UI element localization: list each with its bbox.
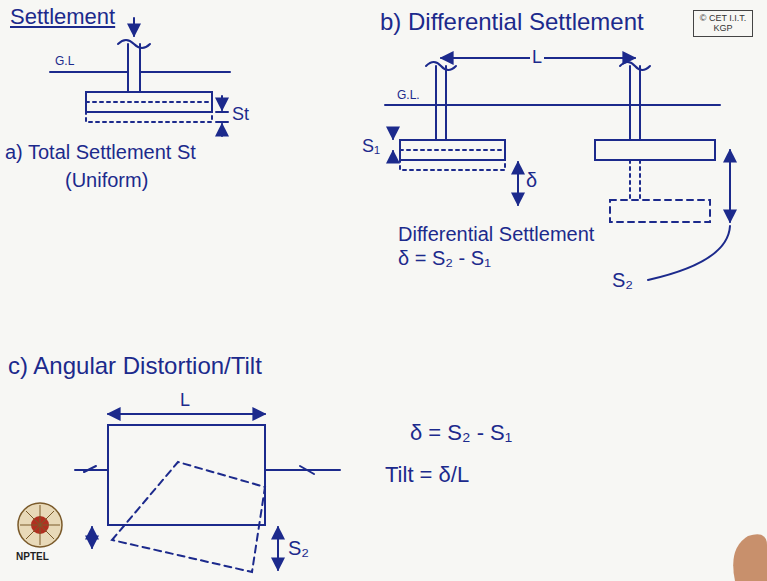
settled-footing [400, 150, 505, 170]
settled-footing [86, 102, 212, 122]
dimension-line [517, 162, 519, 205]
figure-note: (Uniform) [65, 168, 148, 192]
column-line [445, 66, 447, 140]
ground-line [140, 71, 230, 73]
load-arrow [133, 18, 135, 36]
break-line [118, 40, 150, 48]
settlement-symbol: S₂ [612, 268, 633, 292]
dimension-line [108, 413, 265, 415]
formula: δ = S₂ - S₁ [410, 420, 512, 446]
ground-mark [300, 466, 314, 474]
column-line [639, 66, 641, 140]
watermark-box: © CET I.I.T. KGP [693, 10, 753, 37]
watermark-text: © CET I.I.T. KGP [697, 13, 749, 34]
dimension-label: L [180, 390, 190, 412]
dimension-line [729, 150, 731, 222]
column-line [629, 66, 631, 140]
settled-footing [610, 200, 710, 222]
ground-level-label: G.L [55, 54, 74, 68]
figure-caption: a) Total Settlement St [5, 140, 196, 164]
leader-line [648, 226, 730, 280]
ground-level-label: G.L. [397, 88, 420, 102]
tick [216, 121, 228, 123]
settled-column [629, 160, 631, 200]
tick [216, 111, 228, 113]
settlement-symbol: S₂ [288, 536, 309, 560]
break-line [426, 62, 456, 70]
dimension-arrow [392, 151, 394, 162]
dimension-line [277, 527, 279, 570]
dimension-arrow [392, 128, 394, 139]
ground-mark [84, 466, 96, 472]
settlement-symbol: St [232, 104, 249, 126]
ground-line [50, 71, 128, 73]
logo-text: NPTEL [16, 551, 49, 563]
definition-note: Differential Settlement δ = S₂ - S₁ [398, 222, 599, 270]
dimension-label: δ [526, 168, 537, 192]
ground-line [265, 469, 340, 471]
column-line [139, 44, 141, 92]
formula: Tilt = δ/L [385, 462, 469, 488]
dimension-label: L [530, 47, 544, 69]
footing [595, 140, 715, 160]
figure-caption: b) Differential Settlement [380, 8, 644, 37]
dimension-arrow [221, 96, 223, 110]
tilted-block [112, 462, 265, 572]
settlement-symbol: S₁ [362, 136, 380, 158]
dimension-line [91, 527, 93, 548]
dimension-arrow [221, 124, 223, 136]
rigid-block [108, 425, 265, 525]
pointing-finger [733, 534, 767, 581]
column-line [127, 44, 129, 92]
settled-column [639, 160, 641, 200]
column-line [435, 66, 437, 140]
nptel-logo [18, 503, 62, 547]
break-line [620, 62, 650, 70]
slide-title: Settlement [10, 4, 115, 30]
figure-caption: c) Angular Distortion/Tilt [8, 352, 262, 381]
